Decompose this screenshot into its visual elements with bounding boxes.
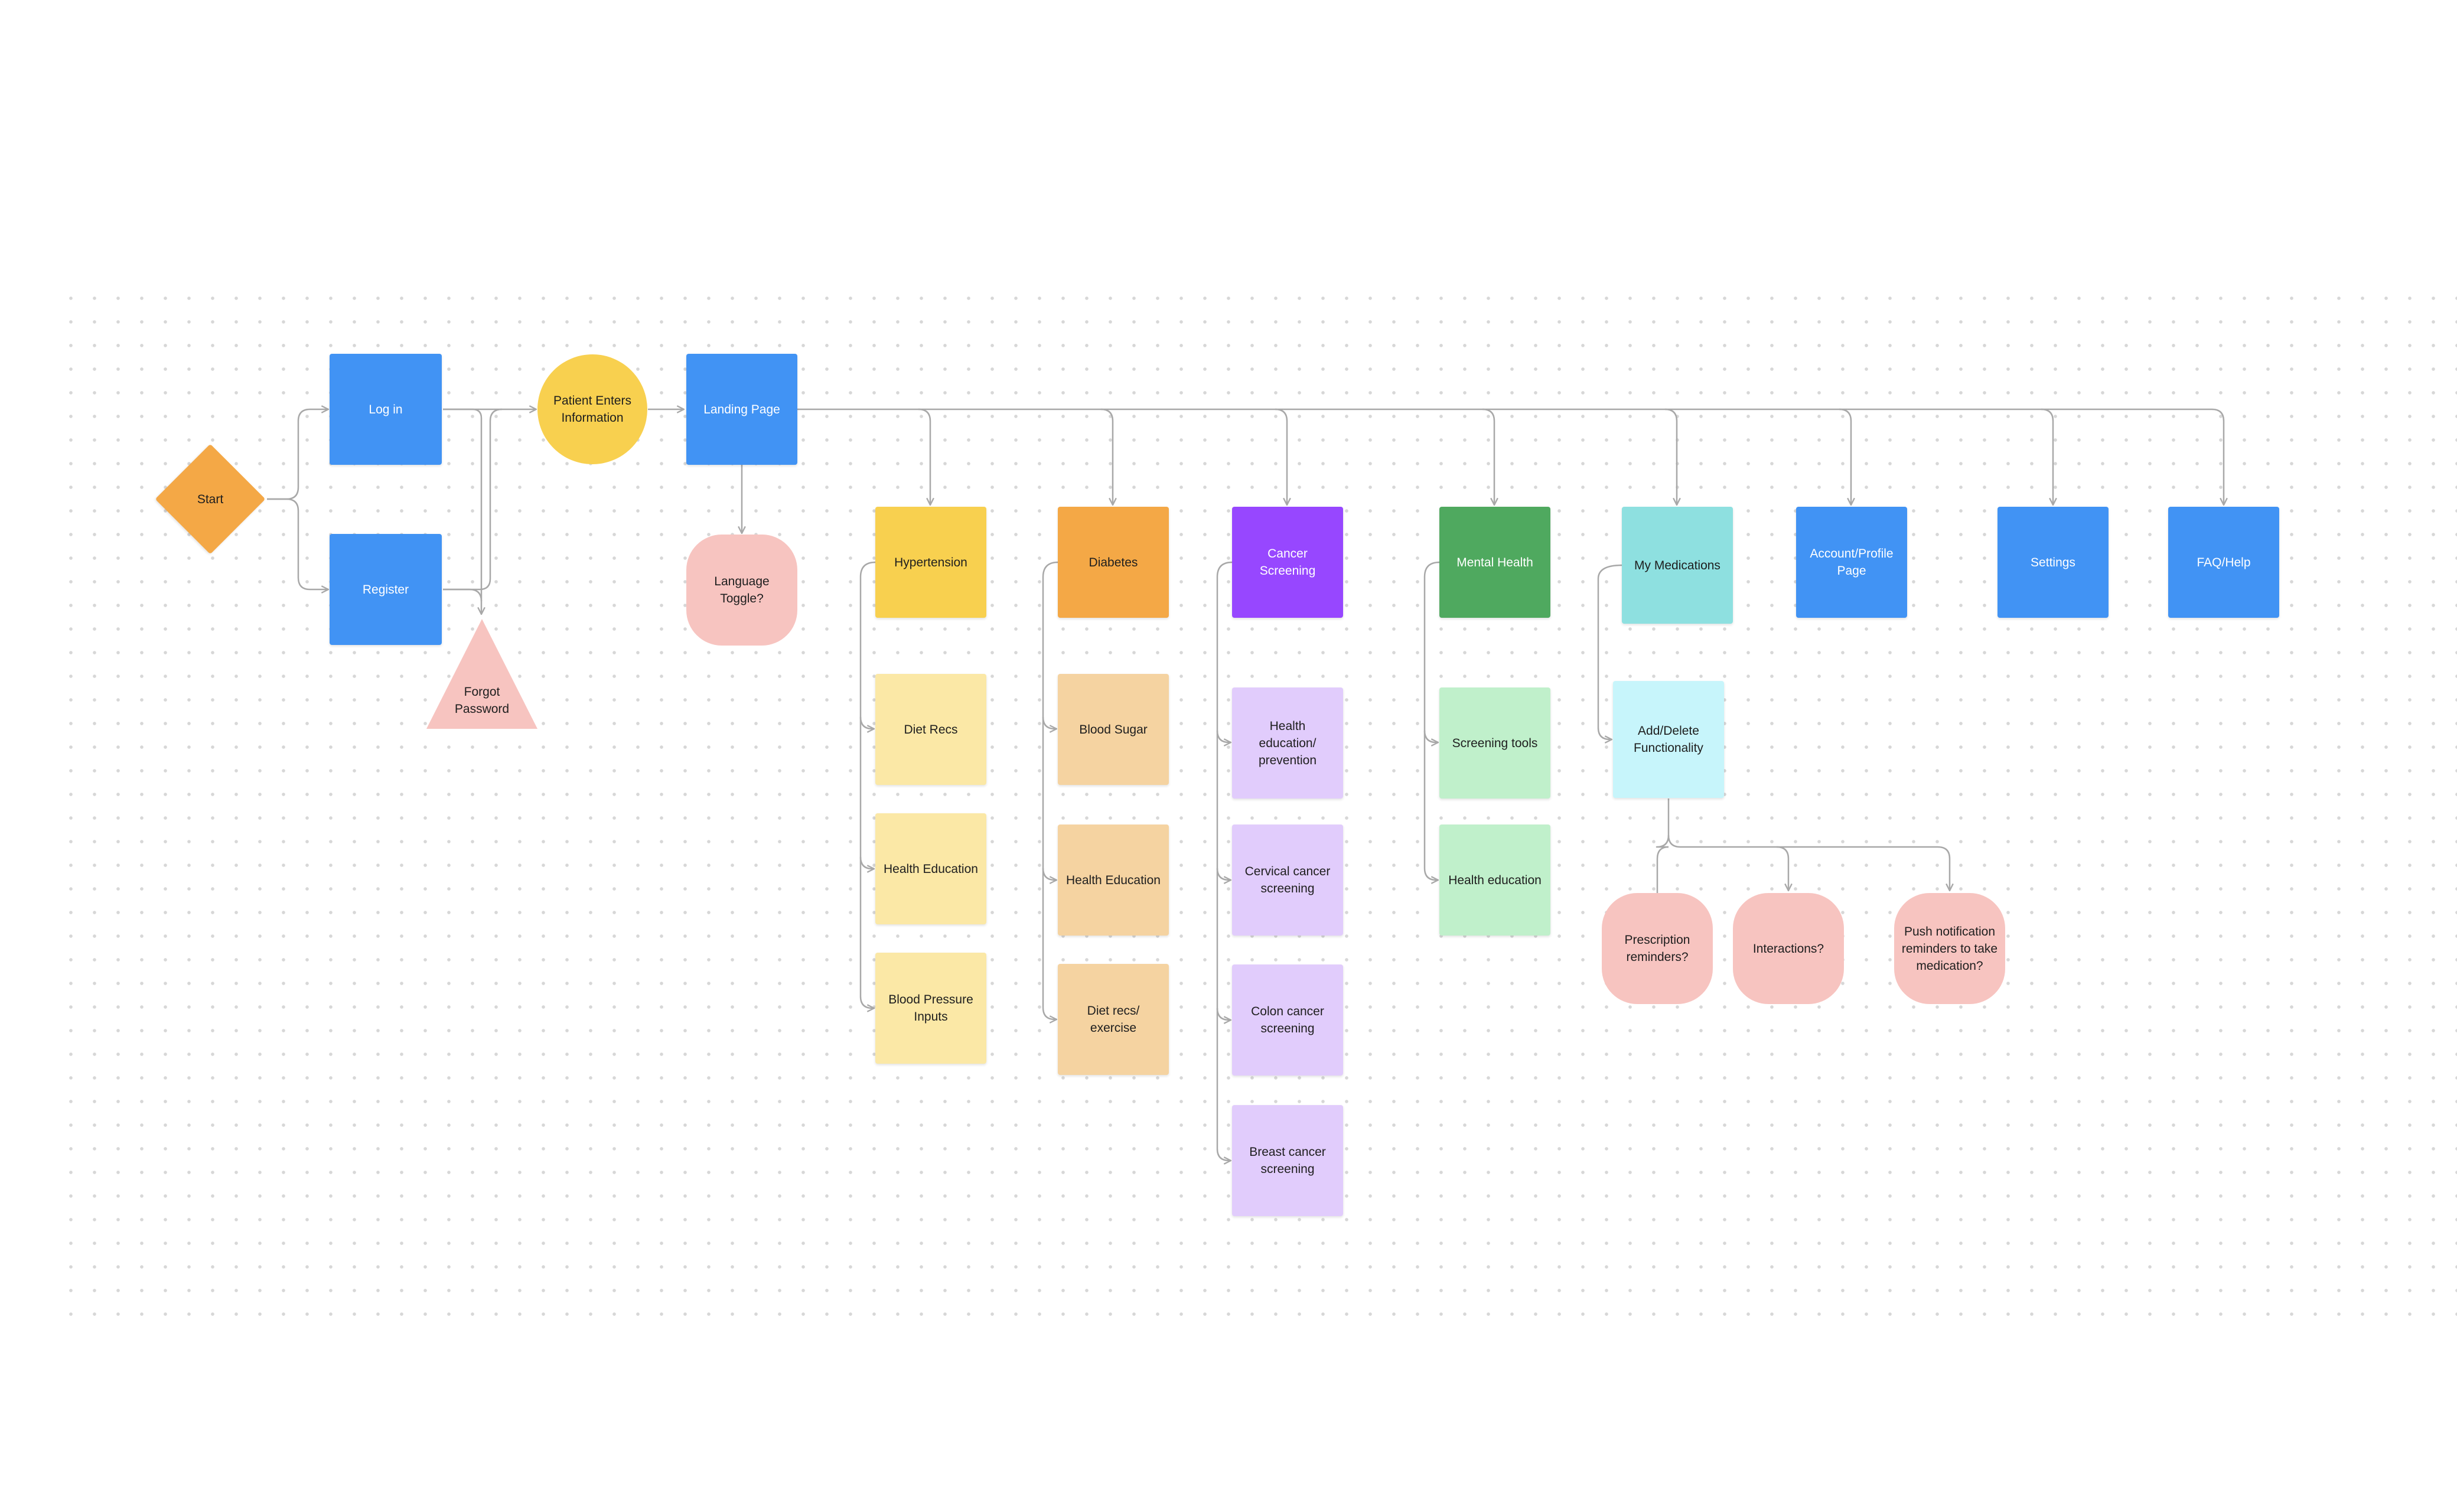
patient-enters-information-label: Patient Enters Information [553, 394, 631, 425]
connector-diabetes-healthed [1042, 868, 1057, 880]
settings-label: Settings [2031, 555, 2075, 569]
language-toggle-node[interactable]: Language Toggle? [686, 535, 797, 646]
diet-recs-label: Diet Recs [904, 722, 958, 737]
log-in-node[interactable]: Log in [330, 354, 442, 465]
account-profile-page-label: Account/Profile Page [1810, 547, 1894, 578]
hypertension-node[interactable]: Hypertension [875, 507, 986, 618]
breast-cancer-screening-node[interactable]: Breast cancer screening [1232, 1105, 1343, 1216]
faq-help-node[interactable]: FAQ/Help [2168, 507, 2279, 618]
mental-health-education-label: Health education [1448, 873, 1542, 887]
settings-node[interactable]: Settings [1997, 507, 2109, 618]
connector-bus-diabetes [1100, 408, 1113, 505]
mental-health-label: Mental Health [1456, 555, 1533, 569]
connector-adddelete-bus [1667, 799, 1950, 891]
hypertension-label: Hypertension [894, 555, 967, 569]
mental-health-node[interactable]: Mental Health [1439, 507, 1550, 618]
breast-cancer-screening-label: Breast cancer screening [1249, 1145, 1326, 1176]
my-medications-label: My Medications [1634, 558, 1720, 572]
connector-diabetes-bloodsugar [1042, 716, 1057, 729]
blood-pressure-inputs-label: Blood Pressure Inputs [888, 993, 973, 1024]
connector-mental-screening [1423, 730, 1438, 742]
diet-recs-exercise-node[interactable]: Diet recs/ exercise [1058, 964, 1169, 1075]
start-node[interactable]: Start [155, 444, 266, 555]
prescription-reminders-label: Prescription reminders? [1624, 933, 1690, 964]
language-toggle-label: Language Toggle? [714, 575, 770, 605]
connector-start-login [267, 409, 328, 500]
blood-sugar-label: Blood Sugar [1079, 722, 1148, 737]
register-node[interactable]: Register [330, 534, 442, 645]
start-label: Start [197, 492, 224, 506]
connector-bus-account [1839, 408, 1851, 505]
connector-hypertension-dietrecs [859, 716, 874, 729]
add-delete-functionality-node[interactable]: Add/Delete Functionality [1613, 681, 1724, 798]
connector-hypertension-healthed [859, 856, 874, 869]
connector-medications-adddelete [1597, 564, 1622, 739]
forgot-password-label: Forgot Password [454, 685, 510, 716]
cervical-cancer-screening-label: Cervical cancer screening [1244, 865, 1331, 895]
health-education-prevention-label: Health education/ prevention [1258, 719, 1317, 767]
screening-tools-node[interactable]: Screening tools [1439, 687, 1550, 799]
push-notification-reminders-node[interactable]: Push notification reminders to take medi… [1894, 893, 2005, 1004]
diabetes-health-education-node[interactable]: Health Education [1058, 825, 1169, 936]
cancer-screening-label: Cancer Screening [1259, 547, 1316, 578]
diabetes-node[interactable]: Diabetes [1058, 507, 1169, 618]
blood-sugar-node[interactable]: Blood Sugar [1058, 674, 1169, 785]
connector-adddelete-prescription-drop [1656, 846, 1669, 893]
connector-bus-settings [2041, 408, 2053, 505]
connector-cancer-healthed [1216, 730, 1231, 742]
mental-health-education-node[interactable]: Health education [1439, 825, 1550, 936]
connector-adddelete-prescription [1656, 835, 1670, 848]
connector-adddelete-interactions [1776, 846, 1788, 891]
connector-main-bus [797, 408, 2224, 505]
connector-bus-medications [1664, 408, 1677, 505]
connector-mental-children [1423, 561, 1440, 880]
connector-cancer-cervical [1216, 868, 1231, 880]
blood-pressure-inputs-node[interactable]: Blood Pressure Inputs [875, 953, 986, 1064]
diabetes-label: Diabetes [1089, 555, 1138, 569]
landing-page-node[interactable]: Landing Page [686, 354, 797, 465]
faq-help-label: FAQ/Help [2197, 555, 2251, 569]
diabetes-health-education-label: Health Education [1066, 873, 1161, 887]
connector-cancer-children [1216, 561, 1233, 1161]
cervical-cancer-screening-node[interactable]: Cervical cancer screening [1232, 825, 1343, 936]
forgot-password-node[interactable]: Forgot Password [426, 619, 537, 729]
interactions-label: Interactions? [1752, 941, 1824, 956]
diet-recs-node[interactable]: Diet Recs [875, 674, 986, 785]
screening-tools-label: Screening tools [1452, 736, 1538, 750]
add-delete-functionality-label: Add/Delete Functionality [1634, 724, 1703, 755]
prescription-reminders-node[interactable]: Prescription reminders? [1602, 893, 1713, 1004]
register-label: Register [362, 582, 409, 597]
connector-bus-mental [1482, 408, 1494, 505]
connector-bus-hypertension [918, 408, 930, 505]
patient-enters-information-node[interactable]: Patient Enters Information [537, 354, 647, 464]
hypertension-health-education-label: Health Education [884, 862, 978, 876]
connector-diabetes-children [1042, 561, 1058, 1019]
connector-register-forgot [443, 588, 483, 602]
connector-register-patient [443, 408, 503, 591]
cancer-screening-node[interactable]: Cancer Screening [1232, 507, 1343, 618]
connector-cancer-colon [1216, 1008, 1231, 1020]
colon-cancer-screening-node[interactable]: Colon cancer screening [1232, 964, 1343, 1076]
hypertension-health-education-node[interactable]: Health Education [875, 813, 986, 924]
connector-login-forgot [443, 408, 481, 614]
account-profile-page-node[interactable]: Account/Profile Page [1796, 507, 1907, 618]
connector-bus-cancer [1275, 408, 1287, 505]
push-notification-reminders-label: Push notification reminders to take medi… [1901, 924, 1998, 973]
interactions-node[interactable]: Interactions? [1733, 893, 1844, 1004]
my-medications-node[interactable]: My Medications [1622, 507, 1733, 624]
colon-cancer-screening-label: Colon cancer screening [1251, 1005, 1324, 1035]
health-education-prevention-node[interactable]: Health education/ prevention [1232, 687, 1343, 799]
log-in-label: Log in [369, 402, 403, 416]
connector-start-register [267, 498, 328, 589]
diet-recs-exercise-label: Diet recs/ exercise [1087, 1004, 1140, 1035]
connector-hypertension-children [859, 561, 876, 1008]
landing-page-label: Landing Page [703, 402, 780, 416]
